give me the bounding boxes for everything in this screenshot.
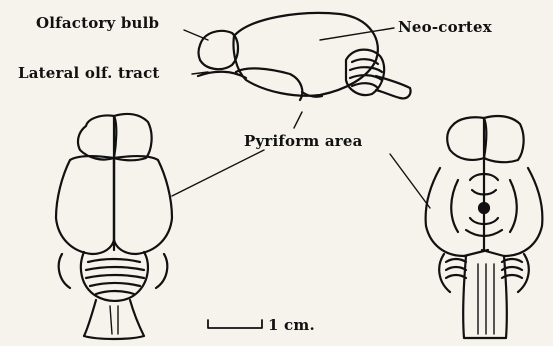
- label-scale: 1 cm.: [268, 316, 315, 334]
- pyriform-leader-right: [390, 154, 430, 208]
- pyriform-leader-left: [172, 150, 264, 196]
- label-neo-cortex: Neo-cortex: [398, 18, 492, 36]
- scale-bar: [208, 320, 262, 328]
- label-lateral-olf-tract: Lateral olf. tract: [18, 64, 160, 82]
- pyriform-leader-top: [294, 112, 302, 128]
- dorsal-view-brain: [56, 114, 172, 339]
- ventral-view-brain: [426, 116, 543, 338]
- label-olfactory-bulb: Olfactory bulb: [36, 14, 159, 32]
- lateral-view-brain: [184, 13, 411, 100]
- label-pyriform-area: Pyriform area: [244, 132, 363, 150]
